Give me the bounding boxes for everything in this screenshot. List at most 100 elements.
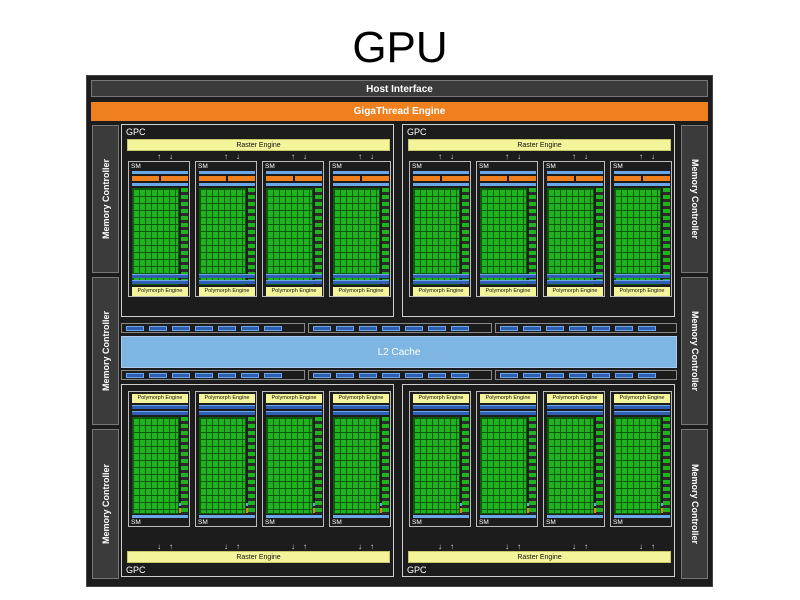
memory-controller-label: Memory Controller <box>689 158 700 240</box>
instruction-cache <box>266 171 322 174</box>
sm-label: SM <box>546 519 556 526</box>
cuda-core-array <box>333 417 380 514</box>
memory-bus-segment <box>615 326 633 331</box>
memory-bus-segment <box>149 326 167 331</box>
warp-scheduler <box>199 176 226 181</box>
special-function-units <box>181 417 188 514</box>
memory-bus-segment <box>428 373 446 378</box>
instruction-cache <box>266 515 322 518</box>
arrow-down-icon: ↓ <box>169 152 173 161</box>
polymorph-engine: Polymorph Engine <box>413 287 469 296</box>
arrow-up-icon: ↓ <box>438 542 442 551</box>
cuda-core-array <box>547 188 594 285</box>
memory-bus-segment <box>218 373 236 378</box>
memory-bus-segment <box>126 373 144 378</box>
register-file <box>199 183 255 186</box>
arrow-down-icon: ↓ <box>236 152 240 161</box>
arrow-up-icon: ↓ <box>505 542 509 551</box>
bus-top-1 <box>121 323 305 333</box>
warp-scheduler <box>333 176 360 181</box>
memory-bus-segment <box>523 373 541 378</box>
arrow-down-icon: ↓ <box>370 152 374 161</box>
arrow-up-icon: ↓ <box>157 542 161 551</box>
warp-scheduler <box>362 176 389 181</box>
memory-controller-left-3: Memory Controller <box>92 429 119 579</box>
interconnect-network <box>266 411 322 415</box>
sm-label: SM <box>546 163 556 170</box>
l2-cache: L2 Cache <box>121 336 677 368</box>
polymorph-engine: Polymorph Engine <box>480 287 536 296</box>
shared-memory <box>480 405 536 409</box>
polymorph-engine: Polymorph Engine <box>132 394 188 403</box>
arrow-down-icon: ↓ <box>517 152 521 161</box>
shared-memory <box>266 405 322 409</box>
shared-memory <box>547 280 603 284</box>
arrow-up-icon: ↓ <box>358 542 362 551</box>
arrow-up-icon: ↑ <box>224 152 228 161</box>
special-function-units <box>181 188 188 285</box>
memory-bus-segment <box>336 373 354 378</box>
sm-label: SM <box>613 163 623 170</box>
special-function-units <box>663 188 670 285</box>
bus-top-3 <box>495 323 677 333</box>
polymorph-engine: Polymorph Engine <box>547 394 603 403</box>
streaming-multiprocessor: SM Polymorph Engine <box>543 391 605 527</box>
memory-bus-segment <box>592 373 610 378</box>
special-function-units <box>248 417 255 514</box>
instruction-cache <box>199 171 255 174</box>
raster-engine: Raster Engine <box>408 139 671 151</box>
shared-memory <box>614 405 670 409</box>
raster-arrows: ↓↑↓↑↓↑↓↑ <box>127 542 390 551</box>
polymorph-engine: Polymorph Engine <box>132 287 188 296</box>
polymorph-engine: Polymorph Engine <box>413 394 469 403</box>
special-function-units <box>248 188 255 285</box>
warp-scheduler <box>643 176 670 181</box>
warp-scheduler <box>442 176 469 181</box>
memory-controller-label: Memory Controller <box>100 310 111 392</box>
memory-bus-segment <box>313 326 331 331</box>
memory-bus-segment <box>241 373 259 378</box>
arrow-up-icon: ↑ <box>438 152 442 161</box>
warp-scheduler <box>614 176 641 181</box>
cuda-core-array <box>333 188 380 285</box>
memory-bus-segment <box>546 373 564 378</box>
memory-bus-segment <box>405 326 423 331</box>
sm-label: SM <box>479 519 489 526</box>
arrow-up-icon: ↑ <box>505 152 509 161</box>
memory-controller-label: Memory Controller <box>689 310 700 392</box>
memory-bus-segment <box>546 326 564 331</box>
sm-label: SM <box>479 163 489 170</box>
shared-memory <box>266 280 322 284</box>
memory-bus-segment <box>592 326 610 331</box>
arrow-down-icon: ↑ <box>651 542 655 551</box>
shared-memory <box>413 405 469 409</box>
warp-scheduler <box>161 176 188 181</box>
register-file <box>132 183 188 186</box>
streaming-multiprocessor: SM Polymorph Engine <box>476 161 538 297</box>
special-function-units <box>382 417 389 514</box>
memory-controller-right-1: Memory Controller <box>681 125 708 273</box>
cuda-core-array <box>266 188 313 285</box>
arrow-up-icon: ↓ <box>291 542 295 551</box>
memory-controller-right-3: Memory Controller <box>681 429 708 579</box>
special-function-units <box>462 417 469 514</box>
arrow-down-icon: ↓ <box>303 152 307 161</box>
memory-bus-segment <box>359 373 377 378</box>
raster-arrows: ↑↓↑↓↑↓↑↓ <box>408 152 671 161</box>
shared-memory <box>547 405 603 409</box>
instruction-cache <box>547 515 603 518</box>
memory-controller-label: Memory Controller <box>100 463 111 545</box>
shared-memory <box>614 280 670 284</box>
warp-scheduler <box>228 176 255 181</box>
arrow-down-icon: ↑ <box>236 542 240 551</box>
cuda-core-array <box>413 188 460 285</box>
register-file <box>333 183 389 186</box>
memory-bus-segment <box>405 373 423 378</box>
gigathread-engine: GigaThread Engine <box>91 102 708 121</box>
